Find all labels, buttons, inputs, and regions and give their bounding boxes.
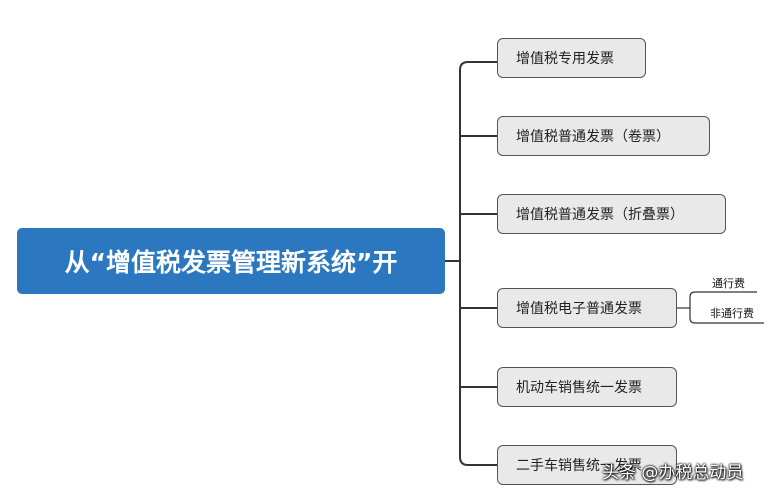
branch-motor-vehicle-invoice[interactable]: 机动车销售统一发票 <box>497 367 677 407</box>
branch-label: 增值税普通发票（折叠票） <box>516 207 684 223</box>
sub-connector-2 <box>689 308 764 324</box>
branch-general-vat-roll-invoice[interactable]: 增值税普通发票（卷票） <box>497 116 710 156</box>
branch-used-car-invoice[interactable]: 二手车销售统一发票 <box>497 445 677 485</box>
sub-topic-non-toll[interactable]: 非通行费 <box>710 307 754 320</box>
root-topic[interactable]: 从“增值税发票管理新系统”开 <box>17 228 445 294</box>
branch-label: 增值税电子普通发票 <box>516 301 642 317</box>
sub-connector-1 <box>689 291 757 308</box>
branch-electronic-general-vat-invoice[interactable]: 增值税电子普通发票 <box>497 288 677 328</box>
spine-line <box>459 61 469 466</box>
branch-general-vat-folded-invoice[interactable]: 增值税普通发票（折叠票） <box>497 194 726 234</box>
branch-label: 增值税普通发票（卷票） <box>516 129 670 145</box>
branch-special-vat-invoice[interactable]: 增值税专用发票 <box>497 38 646 78</box>
branch-label: 机动车销售统一发票 <box>516 380 642 396</box>
watermark: 头条 @办税总动员 <box>602 463 744 483</box>
branch-label: 增值税专用发票 <box>516 51 614 67</box>
branch-label: 二手车销售统一发票 <box>516 458 642 474</box>
root-topic-label: 从“增值税发票管理新系统”开 <box>64 248 398 277</box>
sub-topic-toll[interactable]: 通行费 <box>712 277 745 290</box>
